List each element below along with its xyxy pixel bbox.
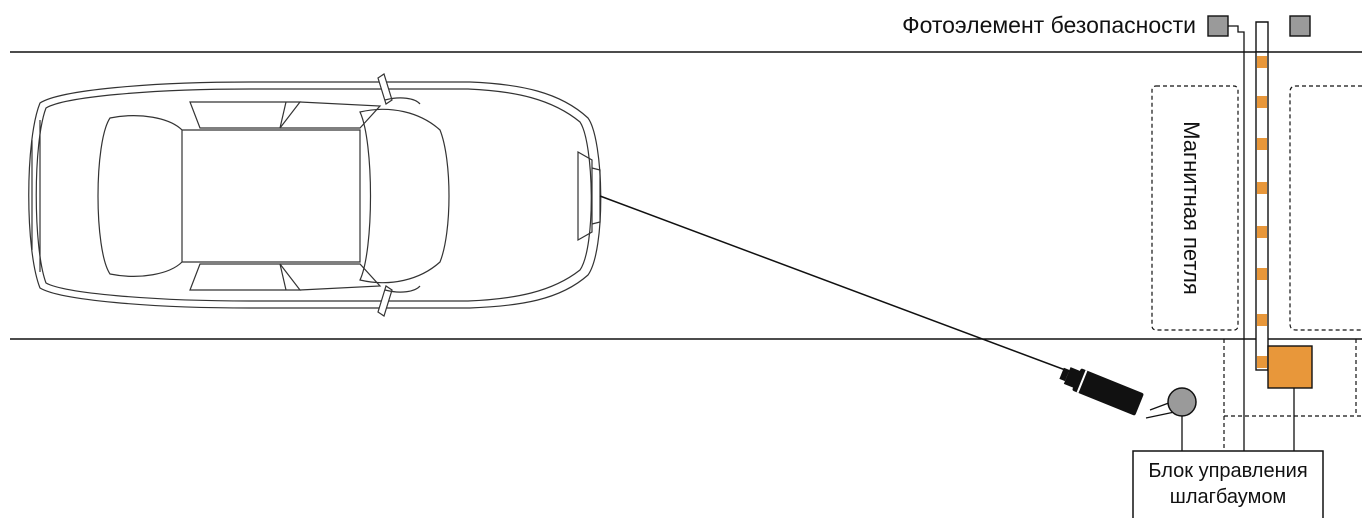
camera-pole-icon: [1167, 387, 1197, 417]
barrier-post-top: [1255, 21, 1269, 52]
barrier-arm: [1255, 51, 1269, 371]
control-unit-label-line1: Блок управления: [1148, 460, 1307, 482]
magnetic-loop-area-2: [1289, 85, 1362, 331]
camera-icon: [1059, 367, 1144, 416]
camera-sight-line: [599, 195, 1077, 375]
car-top-view: [28, 73, 602, 317]
magnetic-loop-label: Магнитная петля: [1179, 121, 1204, 295]
control-unit-box: [1132, 450, 1324, 518]
photocell-wire: [1228, 25, 1245, 451]
photocell-label: Фотоэлемент безопасности: [902, 12, 1196, 38]
control-unit-label-line2: шлагбаумом: [1170, 486, 1286, 508]
photocell-sensor-left: [1207, 15, 1229, 37]
barrier-motor-housing: [1267, 345, 1313, 389]
magnetic-loop-area: [1151, 85, 1239, 331]
photocell-sensor-right: [1289, 15, 1311, 37]
